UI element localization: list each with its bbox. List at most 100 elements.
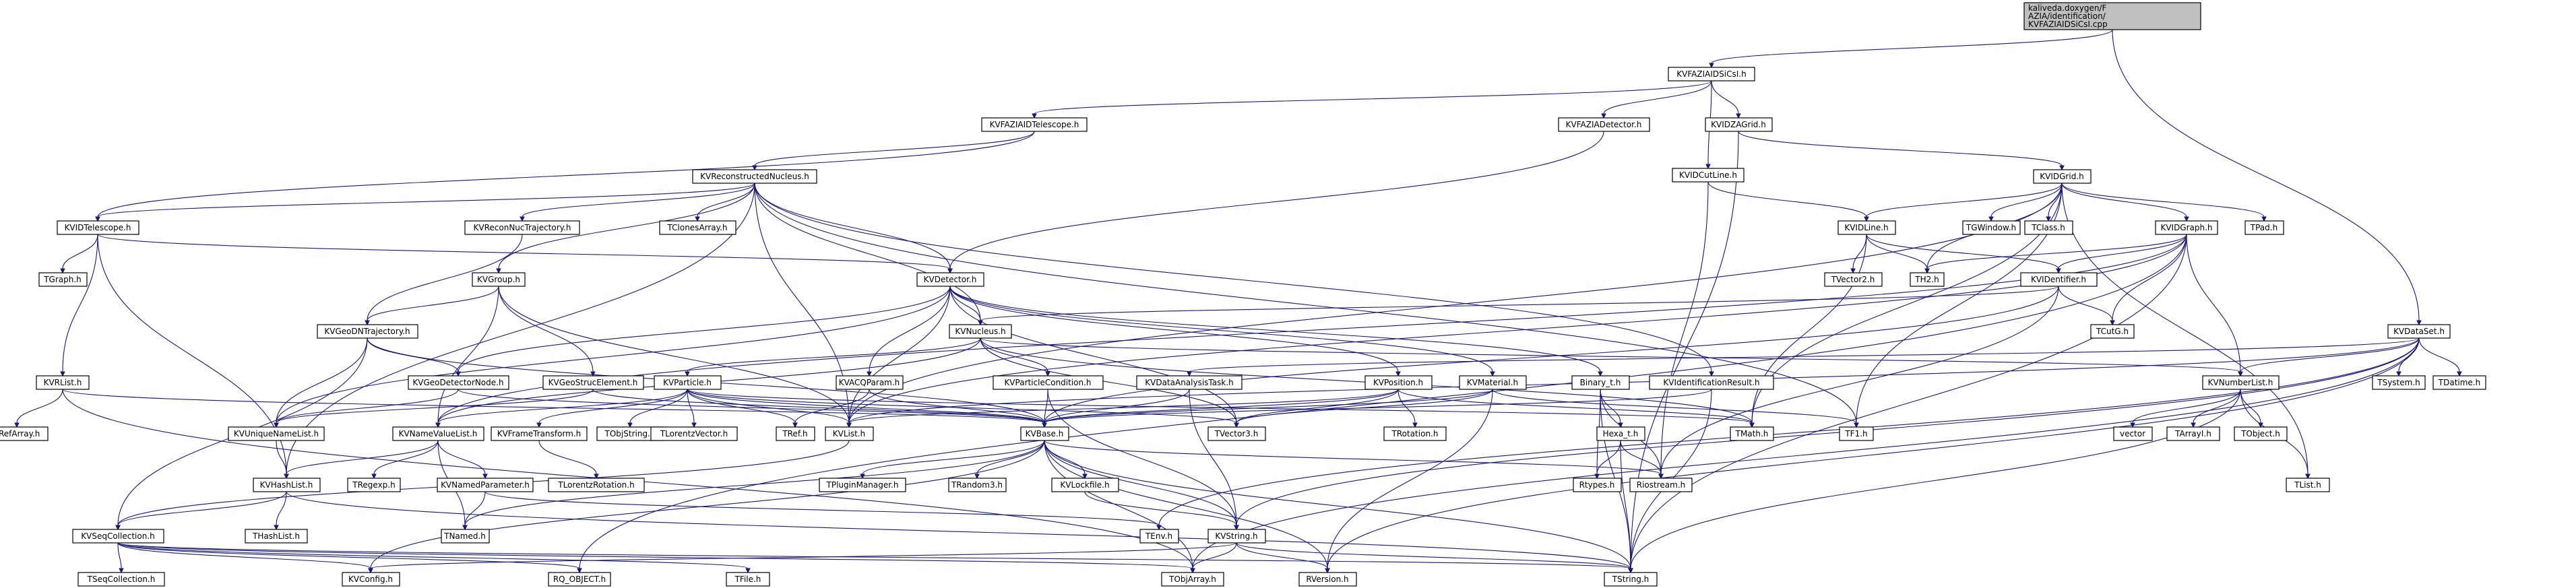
graph-node-kvgeodntrajectory-h[interactable]: KVGeoDNTrajectory.h — [317, 324, 418, 339]
graph-node-kvframetransform-h[interactable]: KVFrameTransform.h — [491, 426, 588, 441]
edge-line — [862, 440, 1045, 475]
graph-node-kvparticlecondition-h[interactable]: KVParticleCondition.h — [993, 375, 1104, 390]
edge-line — [437, 286, 499, 424]
graph-node-thashlist-h[interactable]: THashList.h — [245, 529, 308, 544]
graph-node-kvidzagrid-h[interactable]: KVIDZAGrid.h — [1705, 117, 1773, 132]
graph-node-kvdataanalysistask-h[interactable]: KVDataAnalysisTask.h — [1136, 375, 1243, 390]
graph-node-kvlockfile-h[interactable]: KVLockfile.h — [1051, 478, 1119, 492]
node-box — [36, 375, 90, 390]
edge-kvdetector-h-to-kvgeodetectornode-h — [455, 286, 951, 377]
node-label: KVNucleus.h — [955, 327, 1005, 336]
graph-node-kvconfig-h[interactable]: KVConfig.h — [342, 572, 400, 587]
graph-node-tpad-h[interactable]: TPad.h — [2244, 220, 2284, 235]
graph-node-tmath-h[interactable]: TMath.h — [1730, 426, 1774, 441]
graph-node-tclonesarray-h[interactable]: TClonesArray.h — [659, 220, 736, 235]
graph-node-vector[interactable]: vector — [2113, 426, 2153, 441]
edge-line — [1327, 389, 1493, 569]
edge-kvposition-h-to-kvlist-h — [846, 389, 1399, 428]
edge-line — [458, 389, 1045, 424]
graph-node-kvreconstructednucleus-h[interactable]: KVReconstructedNucleus.h — [692, 169, 817, 184]
graph-node-kvuniquenamelist-h[interactable]: KVUniqueNameList.h — [228, 426, 325, 441]
graph-node-kvbase-h[interactable]: KVBase.h — [1020, 426, 1069, 441]
graph-node-kvdetector-h[interactable]: KVDetector.h — [916, 272, 984, 287]
graph-node-kvidtelescope-h[interactable]: KVIDTelescope.h — [57, 220, 139, 235]
edge-line — [1603, 80, 1712, 115]
graph-node-tsystem-h[interactable]: TSystem.h — [2372, 375, 2426, 390]
graph-node-kvhashlist-h[interactable]: KVHashList.h — [253, 478, 321, 492]
graph-node-kvnamevaluelist-h[interactable]: KVNameValueList.h — [392, 426, 484, 441]
graph-node-kvidline-h[interactable]: KVIDLine.h — [1837, 220, 1896, 235]
edge-kvdataset-h-to-tobjarray-h — [1190, 337, 2420, 574]
graph-node-tobject-h[interactable]: TObject.h — [2234, 426, 2288, 441]
node-label: TEnv.h — [1145, 531, 1172, 541]
graph-node-trefarray-h[interactable]: TRefArray.h — [0, 426, 49, 441]
graph-node-kvgeostrucelement-h[interactable]: KVGeoStrucElement.h — [542, 375, 644, 390]
graph-node-binary-t-h[interactable]: Binary_t.h — [1571, 375, 1630, 390]
graph-node-tvector2-h[interactable]: TVector2.h — [1824, 272, 1883, 287]
graph-node-kvfaziadetector-h[interactable]: KVFAZIADetector.h — [1558, 117, 1650, 132]
graph-node-riostream-h[interactable]: Riostream.h — [1629, 478, 1693, 492]
graph-node-tnamed-h[interactable]: TNamed.h — [441, 529, 490, 544]
graph-node-kvrlist-h[interactable]: KVRList.h — [36, 375, 90, 390]
node-label: KVIDGraph.h — [2160, 223, 2212, 232]
edge-line — [286, 491, 1631, 569]
graph-node-kvgeodetectornode-h[interactable]: KVGeoDetectorNode.h — [408, 375, 509, 390]
graph-node-tenv-h[interactable]: TEnv.h — [1139, 529, 1179, 544]
graph-node-tgwindow-h[interactable]: TGWindow.h — [1962, 220, 2021, 235]
graph-node-tf1-h[interactable]: TF1.h — [1839, 426, 1874, 441]
graph-node-kvidgraph-h[interactable]: KVIDGraph.h — [2155, 220, 2218, 235]
edge-line — [437, 440, 486, 475]
graph-node-tseqcollection-h[interactable]: TSeqCollection.h — [77, 572, 165, 587]
graph-node-tarrayi-h[interactable]: TArrayI.h — [2166, 426, 2220, 441]
graph-node-kvmaterial-h[interactable]: KVMaterial.h — [1459, 375, 1527, 390]
graph-node-kvfaziaidsicsi-h[interactable]: KVFAZIAIDSiCsI.h — [1668, 67, 1755, 81]
graph-node-rversion-h[interactable]: RVersion.h — [1298, 572, 1357, 587]
graph-node-tlorentzrotation-h[interactable]: TLorentzRotation.h — [548, 478, 645, 492]
edge-arrowhead — [1190, 568, 1195, 574]
graph-node-kvidentifier-h[interactable]: KVIDentifier.h — [2020, 272, 2098, 287]
graph-node-kvlist-h[interactable]: KVList.h — [825, 426, 874, 441]
graph-node-rtypes-h[interactable]: Rtypes.h — [1573, 478, 1622, 492]
graph-node-kvnucleus-h[interactable]: KVNucleus.h — [949, 324, 1012, 339]
graph-node-kvparticle-h[interactable]: KVParticle.h — [654, 375, 722, 390]
graph-node-kvdataset-h[interactable]: KVDataSet.h — [2387, 324, 2451, 339]
graph-node-trandom3-h[interactable]: TRandom3.h — [948, 478, 1007, 492]
graph-node-tclass-h[interactable]: TClass.h — [2024, 220, 2073, 235]
graph-node-kvidgrid-h[interactable]: KVIDGrid.h — [2033, 169, 2092, 184]
node-box — [2113, 426, 2153, 441]
graph-node-kvnamedparameter-h[interactable]: KVNamedParameter.h — [437, 478, 534, 492]
graph-node-tvector3-h[interactable]: TVector3.h — [1207, 426, 1266, 441]
graph-node-hexa-t-h[interactable]: Hexa_t.h — [1596, 426, 1645, 441]
graph-node-kvidentificationresult-h[interactable]: KVIdentificationResult.h — [1649, 375, 1774, 390]
graph-node-th2-h[interactable]: TH2.h — [1910, 272, 1945, 287]
graph-node-kvreconnuctrajectory-h[interactable]: KVReconNucTrajectory.h — [464, 220, 580, 235]
edge-kvidtelescope-h-to-tgraph-h — [60, 234, 98, 274]
graph-node-tref-h[interactable]: TRef.h — [776, 426, 815, 441]
graph-node-tpluginmanager-h[interactable]: TPluginManager.h — [819, 478, 906, 492]
graph-node-tgraph-h[interactable]: TGraph.h — [38, 272, 88, 287]
edge-line — [980, 337, 1048, 372]
graph-node-trotation-h[interactable]: TRotation.h — [1383, 426, 1447, 441]
graph-node-kvacqparam-h[interactable]: KVACQParam.h — [836, 375, 904, 390]
graph-node-kvposition-h[interactable]: KVPosition.h — [1364, 375, 1433, 390]
graph-node-kvgroup-h[interactable]: KVGroup.h — [472, 272, 526, 287]
graph-node-kvnumberlist-h[interactable]: KVNumberList.h — [2202, 375, 2280, 390]
graph-node-tstring-h[interactable]: TString.h — [1604, 572, 1658, 587]
graph-node-tregexp-h[interactable]: TRegexp.h — [347, 478, 401, 492]
graph-node-tobjarray-h[interactable]: TObjArray.h — [1161, 572, 1224, 587]
graph-node-kvfaziaidtelescope-h[interactable]: KVFAZIAIDTelescope.h — [981, 117, 1088, 132]
graph-node-tfile-h[interactable]: TFile.h — [726, 572, 770, 587]
graph-node-tdatime-h[interactable]: TDatime.h — [2432, 375, 2486, 390]
node-box — [0, 426, 49, 441]
edge-arrowhead — [2130, 422, 2135, 428]
graph-node-kvseqcollection-h[interactable]: KVSeqCollection.h — [72, 529, 164, 544]
edge-arrowhead — [1325, 568, 1330, 574]
graph-node-kvidcutline-h[interactable]: KVIDCutLine.h — [1672, 168, 1745, 183]
graph-node-tcutg-h[interactable]: TCutG.h — [2090, 324, 2135, 339]
graph-node-tlorentzvector-h[interactable]: TLorentzVector.h — [650, 426, 738, 441]
edge-kvnamevaluelist-h-to-kvhashlist-h — [284, 440, 439, 480]
graph-node-rq-object-h[interactable]: RQ_OBJECT.h — [548, 572, 611, 587]
node-label: KVGeoStrucElement.h — [548, 378, 638, 387]
graph-node-kvstring-h[interactable]: KVString.h — [1207, 529, 1266, 544]
graph-node-tlist-h[interactable]: TList.h — [2286, 478, 2330, 492]
